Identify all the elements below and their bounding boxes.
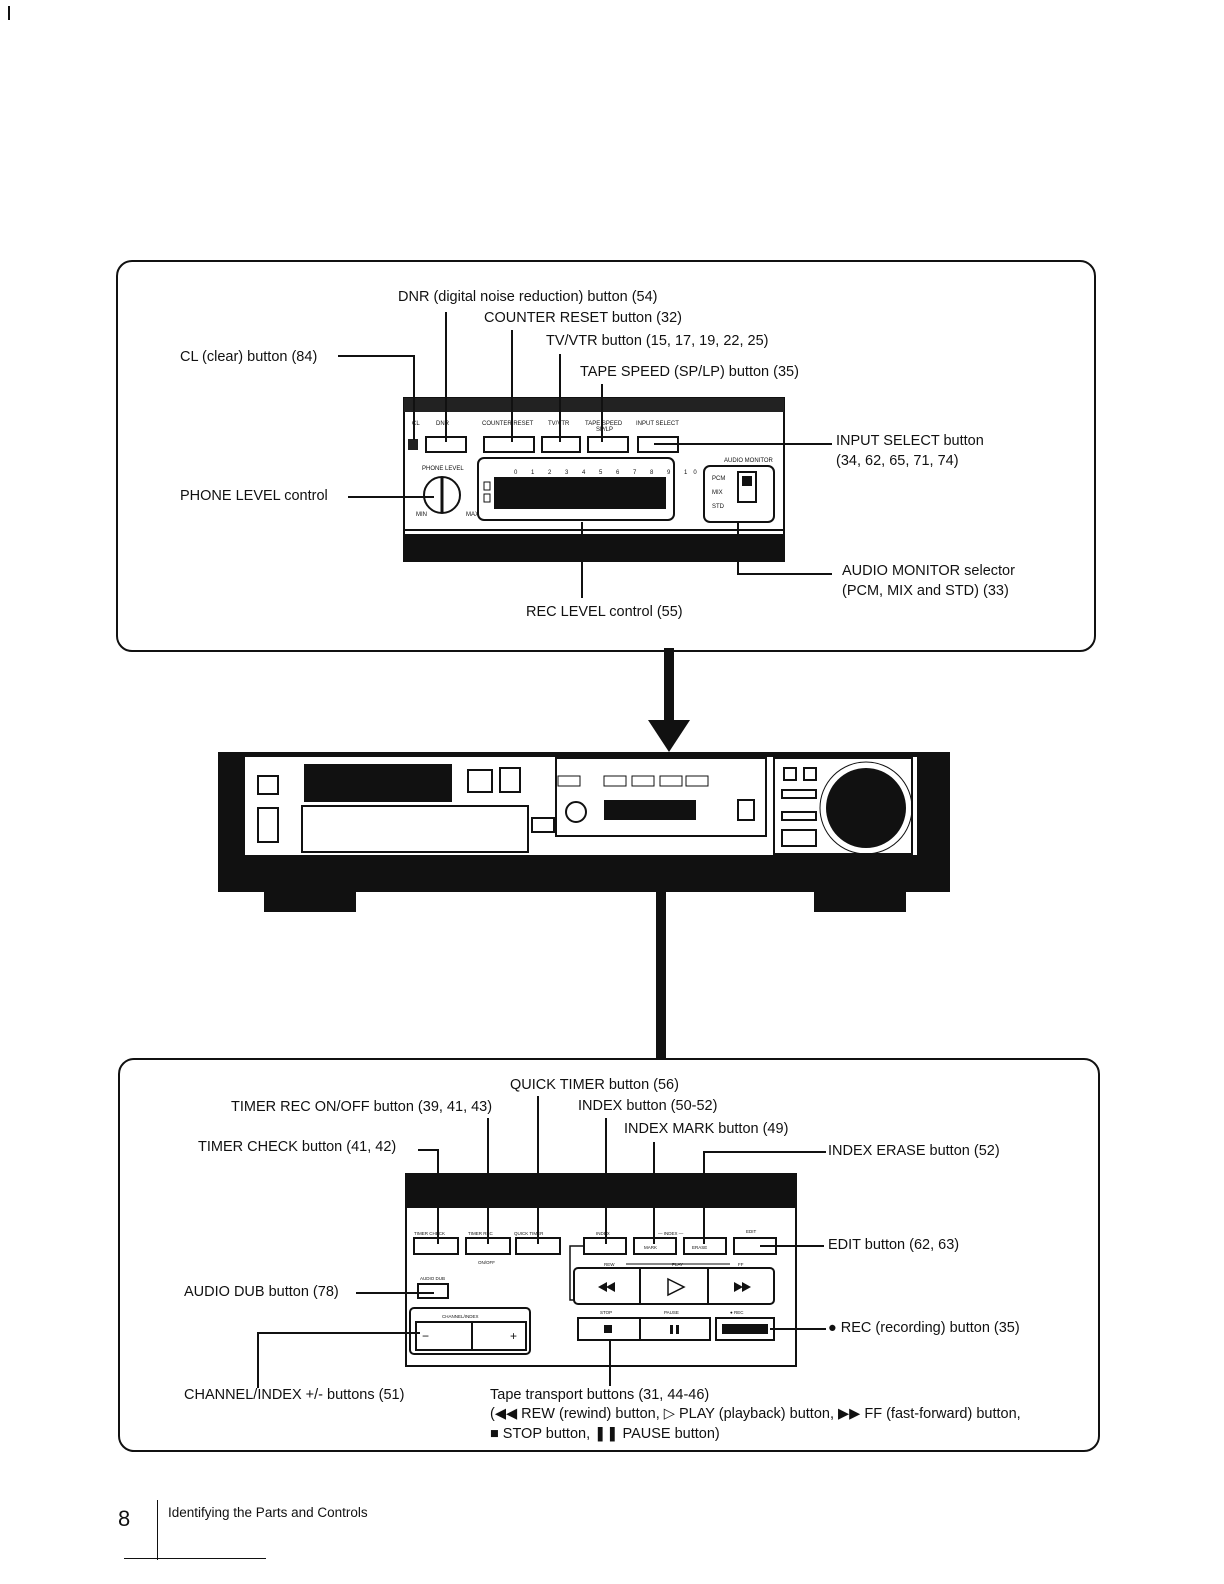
svg-text:+: + xyxy=(510,1329,517,1343)
timer-check-button-label: TIMER CHECK button (41, 42) xyxy=(198,1139,397,1155)
svg-text:AUDIO MONITOR: AUDIO MONITOR xyxy=(724,458,774,464)
svg-text:MIX: MIX xyxy=(712,490,723,496)
section-title: Identifying the Parts and Controls xyxy=(168,1505,368,1520)
edit-button-label: EDIT button (62, 63) xyxy=(828,1237,960,1253)
svg-text:−: − xyxy=(422,1329,429,1343)
tv-vtr-button-label: TV/VTR button (15, 17, 19, 22, 25) xyxy=(546,333,769,349)
svg-text:TIMER REC: TIMER REC xyxy=(468,1231,494,1236)
footer-divider xyxy=(157,1500,158,1560)
cl-button-label: CL (clear) button (84) xyxy=(180,349,318,365)
svg-text:MIN: MIN xyxy=(416,512,427,518)
index-erase-button-label: INDEX ERASE button (52) xyxy=(828,1143,1000,1159)
svg-text:TIMER CHECK: TIMER CHECK xyxy=(414,1231,445,1236)
svg-text:ERASE: ERASE xyxy=(692,1245,707,1250)
svg-text:SP/LP: SP/LP xyxy=(596,427,613,433)
tape-speed-button-label: TAPE SPEED (SP/LP) button (35) xyxy=(580,364,799,380)
tape-transport-detail-line-2: ■ STOP button, ❚❚ PAUSE button) xyxy=(490,1426,720,1442)
svg-text:TAPE SPEED: TAPE SPEED xyxy=(585,421,623,427)
svg-text:PHONE LEVEL: PHONE LEVEL xyxy=(422,466,464,472)
svg-text:CHANNEL/INDEX: CHANNEL/INDEX xyxy=(442,1314,479,1319)
tape-transport-detail-line-1: (◀◀ REW (rewind) button, ▷ PLAY (playbac… xyxy=(490,1406,1021,1422)
margin-mark xyxy=(8,6,10,20)
svg-text:PCM: PCM xyxy=(712,476,725,482)
footer-rule xyxy=(124,1558,266,1559)
svg-text:FF: FF xyxy=(738,1262,744,1267)
phone-level-control-label: PHONE LEVEL control xyxy=(180,488,328,504)
svg-text:MAX: MAX xyxy=(466,512,479,518)
audio-dub-button-label: AUDIO DUB button (78) xyxy=(184,1284,339,1300)
counter-reset-button-label: COUNTER RESET button (32) xyxy=(484,310,682,326)
svg-text:STD: STD xyxy=(712,504,725,510)
svg-text:DNR: DNR xyxy=(436,421,450,427)
quick-timer-button-label: QUICK TIMER button (56) xyxy=(510,1077,679,1093)
channel-index-buttons-label: CHANNEL/INDEX +/- buttons (51) xyxy=(184,1387,405,1403)
svg-text:EDIT: EDIT xyxy=(746,1229,757,1234)
svg-text:COUNTER RESET: COUNTER RESET xyxy=(482,421,534,427)
input-select-pages-label: (34, 62, 65, 71, 74) xyxy=(836,453,959,469)
svg-text:0 1 2 3 4 5 6 7 8 9 10: 0 1 2 3 4 5 6 7 8 9 10 xyxy=(514,470,703,476)
svg-text:INDEX: INDEX xyxy=(596,1231,610,1236)
tape-transport-buttons-label: Tape transport buttons (31, 44-46) xyxy=(490,1387,710,1403)
svg-text:ON/OFF: ON/OFF xyxy=(478,1260,495,1265)
audio-monitor-modes-label: (PCM, MIX and STD) (33) xyxy=(842,583,1009,599)
page-number: 8 xyxy=(118,1506,131,1531)
svg-text:QUICK TIMER: QUICK TIMER xyxy=(514,1231,544,1236)
svg-text:— INDEX —: — INDEX — xyxy=(658,1231,684,1236)
svg-text:● REC: ● REC xyxy=(730,1310,744,1315)
index-button-label: INDEX button (50-52) xyxy=(578,1098,718,1114)
dnr-button-label: DNR (digital noise reduction) button (54… xyxy=(398,289,658,305)
timer-rec-button-label: TIMER REC ON/OFF button (39, 41, 43) xyxy=(231,1099,493,1115)
rec-level-control-label: REC LEVEL control (55) xyxy=(526,604,683,620)
rec-button-label: ● REC (recording) button (35) xyxy=(828,1320,1020,1336)
svg-text:INPUT SELECT: INPUT SELECT xyxy=(636,421,679,427)
audio-monitor-selector-label: AUDIO MONITOR selector xyxy=(842,563,1015,579)
svg-text:STOP: STOP xyxy=(600,1310,612,1315)
svg-text:PAUSE: PAUSE xyxy=(664,1310,679,1315)
svg-text:AUDIO DUB: AUDIO DUB xyxy=(420,1276,445,1281)
svg-text:REW: REW xyxy=(604,1262,615,1267)
input-select-button-label: INPUT SELECT button xyxy=(836,433,984,449)
svg-text:MARK: MARK xyxy=(644,1245,657,1250)
index-mark-button-label: INDEX MARK button (49) xyxy=(624,1121,789,1137)
svg-text:CL: CL xyxy=(412,421,420,427)
